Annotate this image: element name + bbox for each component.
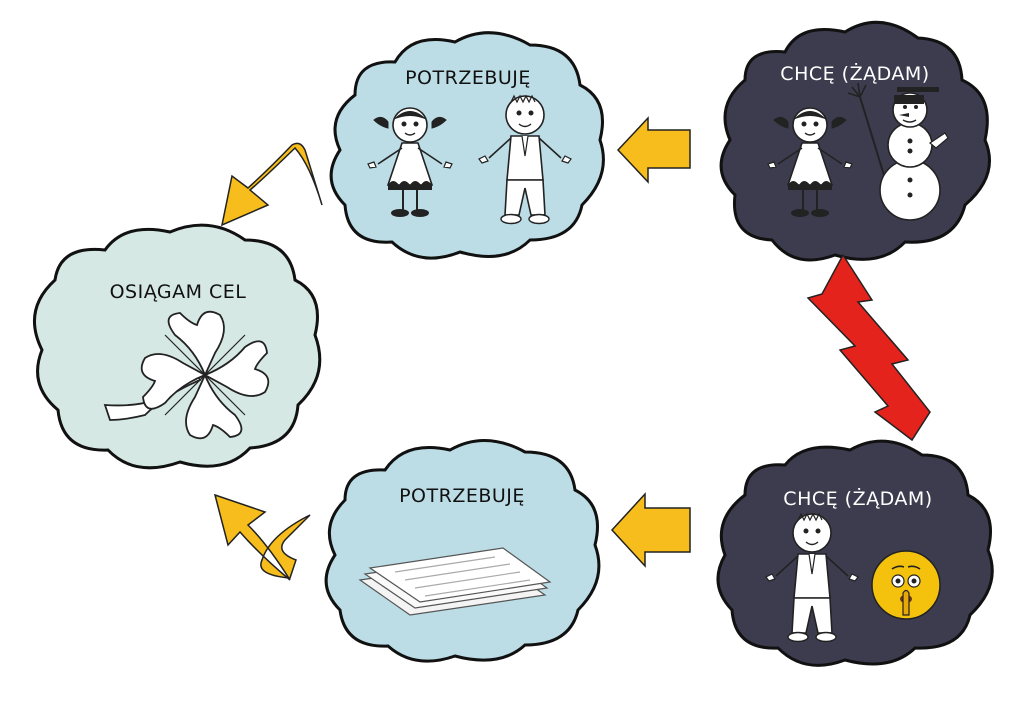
cloud-shape bbox=[719, 20, 991, 262]
cloud-label: OSIĄGAM CEL bbox=[110, 281, 247, 303]
arrow-need-bottom-to-goal bbox=[213, 493, 311, 581]
arrow-conflict-lightning bbox=[806, 253, 931, 442]
cloud-label: POTRZEBUJĘ bbox=[405, 67, 531, 89]
cloud-shape bbox=[324, 439, 601, 663]
cloud-want-bottom: CHCĘ (ŻĄDAM) bbox=[716, 439, 994, 667]
cloud-goal: OSIĄGAM CEL bbox=[32, 223, 322, 470]
snowman-icon bbox=[847, 82, 949, 221]
arrow-need-top-to-goal bbox=[220, 142, 323, 227]
cloud-label: POTRZEBUJĘ bbox=[399, 485, 525, 507]
cloud-label: CHCĘ (ŻĄDAM) bbox=[780, 62, 929, 85]
cloud-want-top: CHCĘ (ŻĄDAM) bbox=[719, 20, 991, 262]
four-leaf-clover-icon bbox=[103, 310, 270, 440]
cloud-need-bottom: POTRZEBUJĘ bbox=[324, 439, 601, 663]
arrow-want-bottom-to-need-bottom bbox=[610, 492, 691, 568]
cloud-shape bbox=[716, 439, 994, 667]
cloud-label: CHCĘ (ŻĄDAM) bbox=[783, 487, 932, 510]
documents-icon bbox=[358, 547, 552, 616]
shushing-emoji-icon bbox=[871, 550, 941, 620]
cloud-need-top: POTRZEBUJĘ bbox=[329, 31, 605, 260]
arrow-want-top-to-need-top bbox=[616, 116, 691, 184]
